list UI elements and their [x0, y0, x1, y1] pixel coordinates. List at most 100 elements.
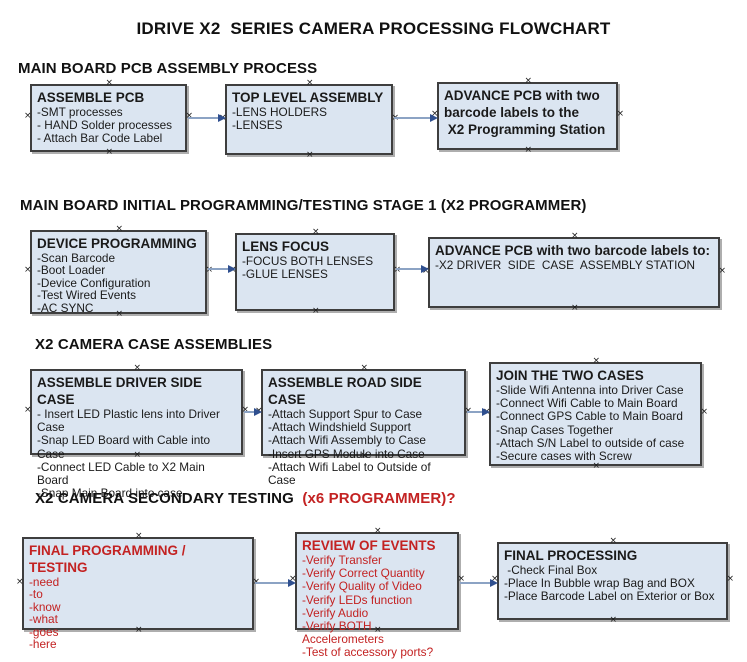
node-line: -Secure cases with Screw	[496, 449, 632, 464]
connection-point-icon	[525, 77, 533, 86]
node-line: -Verify Audio	[302, 605, 369, 620]
flow-node-final-programming-testing: FINAL PROGRAMMING / TESTING -need -to -k…	[22, 537, 254, 650]
node-line: - HAND Solder processes	[37, 118, 173, 133]
connection-point-icon	[610, 616, 618, 625]
node-line: -Device Configuration	[37, 275, 151, 290]
connection-point-icon	[16, 578, 24, 587]
flow-node-device-programming: DEVICE PROGRAMMING -Scan Barcode -Boot L…	[30, 230, 207, 314]
node-line: -Connect Wifi Cable to Main Board	[496, 396, 678, 411]
node-title: TOP LEVEL ASSEMBLY	[232, 90, 384, 105]
connection-point-icon	[700, 408, 708, 417]
node-line: -Verify Quality of Video	[302, 579, 422, 594]
node-line: -FOCUS BOTH LENSES	[242, 254, 374, 268]
node-line: -Place In Bubble wrap Bag and BOX	[504, 576, 695, 591]
node-title: ADVANCE PCB with two barcode labels to:	[435, 243, 711, 258]
node-line: -Slide Wifi Antenna into Driver Case	[496, 383, 684, 397]
node-line: -Test Wired Events	[37, 288, 136, 303]
section-heading-initial-programming: MAIN BOARD INITIAL PROGRAMMING/TESTING S…	[20, 197, 587, 214]
flow-node-final-processing: FINAL PROCESSING -Check Final Box -Place…	[497, 542, 728, 620]
node-line: -Insert GPS Module into Case	[268, 446, 425, 461]
connection-point-icon	[374, 527, 382, 536]
flow-arrow	[188, 114, 226, 122]
node-line: -Attach Windshield Support	[268, 420, 411, 435]
node-line: -Test of accessory ports?	[302, 645, 434, 660]
connection-point-icon	[312, 228, 320, 237]
connection-point-icon	[106, 79, 114, 88]
node-line: -here	[29, 637, 57, 652]
flow-arrow	[244, 408, 262, 416]
node-line: -LENS HOLDERS	[232, 105, 328, 119]
section-heading-red-part: (x6 PROGRAMMER)?	[302, 490, 456, 507]
node-line: -Scan Barcode	[37, 251, 116, 265]
connection-point-icon	[306, 79, 314, 88]
flow-node-review-of-events: REVIEW OF EVENTS -Verify Transfer -Verif…	[295, 532, 459, 659]
node-title: LENS FOCUS	[242, 239, 330, 254]
node-title: JOIN THE TWO CASES	[496, 368, 644, 383]
node-line: -Attach Support Spur to Case	[268, 407, 423, 421]
node-line: -Attach Wifi Label to Outside of Case	[268, 459, 434, 488]
connection-point-icon	[718, 267, 726, 276]
node-line: -Snap Cases Together	[496, 422, 614, 437]
node-line: -X2 DRIVER SIDE CASE ASSEMBLY STATION	[435, 258, 696, 272]
node-title: ADVANCE PCB with two barcode labels to t…	[444, 88, 604, 120]
flow-node-lens-focus: LENS FOCUS -FOCUS BOTH LENSES -GLUE LENS…	[235, 233, 395, 311]
node-line: -LENSES	[232, 118, 283, 133]
connection-point-icon	[24, 406, 32, 415]
connection-point-icon	[616, 110, 624, 119]
connection-point-icon	[312, 307, 320, 316]
connection-point-icon	[571, 232, 579, 241]
flow-node-join-the-two-cases: JOIN THE TWO CASES -Slide Wifi Antenna i…	[489, 362, 702, 466]
node-line: - Attach Bar Code Label	[37, 131, 163, 146]
flow-arrow	[460, 579, 498, 587]
flow-arrow	[394, 114, 438, 122]
connection-point-icon	[134, 364, 142, 373]
flow-node-advance-pcb-driver-side-station: ADVANCE PCB with two barcode labels to: …	[428, 237, 720, 308]
connection-point-icon	[525, 146, 533, 155]
connection-point-icon	[361, 364, 369, 373]
section-heading-pcb-assembly: MAIN BOARD PCB ASSEMBLY PROCESS	[18, 60, 318, 77]
flow-arrow	[467, 408, 490, 416]
connection-point-icon	[24, 266, 32, 275]
connection-point-icon	[593, 357, 601, 366]
node-title: REVIEW OF EVENTS	[302, 538, 436, 553]
connection-point-icon	[135, 532, 143, 541]
node-line: X2 Programming Station	[444, 122, 606, 137]
node-title: FINAL PROCESSING	[504, 548, 638, 563]
node-title: ASSEMBLE DRIVER SIDE CASE	[37, 375, 206, 407]
node-line: -Verify BOTH Accelerometers	[302, 619, 384, 647]
node-line: -Connect LED Cable to X2 Main Board	[37, 459, 209, 488]
flow-node-top-level-assembly: TOP LEVEL ASSEMBLY -LENS HOLDERS -LENSES	[225, 84, 393, 155]
connection-point-icon	[593, 462, 601, 471]
node-title: ASSEMBLE ROAD SIDE CASE	[268, 375, 426, 407]
node-line: -Verify Correct Quantity	[302, 566, 425, 581]
node-title: FINAL PROGRAMMING / TESTING	[29, 543, 190, 575]
node-line: -what	[29, 612, 58, 627]
connection-point-icon	[571, 304, 579, 313]
node-line: -Verify LEDs function	[302, 592, 413, 607]
connection-point-icon	[116, 225, 124, 234]
node-line: -Place Barcode Label on Exterior or Box	[504, 589, 715, 604]
node-line: -Check Final Box	[504, 563, 598, 577]
node-line: -Boot Loader	[37, 263, 106, 278]
page-title: IDRIVE X2 SERIES CAMERA PROCESSING FLOWC…	[136, 19, 611, 38]
node-line: -Connect GPS Cable to Main Board	[496, 409, 683, 424]
node-line: -AC SYNC	[37, 300, 94, 315]
node-line: -Snap Main Board into case	[37, 486, 183, 501]
node-line: - Insert LED Plastic lens into Driver Ca…	[37, 407, 224, 435]
node-line: -Snap LED Board with Cable into Case	[37, 433, 214, 461]
node-line: -Attach Wifi Assembly to Case	[268, 433, 426, 448]
connection-point-icon	[106, 148, 114, 157]
node-line: -SMT processes	[37, 105, 123, 119]
node-line: -GLUE LENSES	[242, 267, 328, 282]
section-heading-secondary-testing: X2 CAMERA SECONDARY TESTING (x6 PROGRAMM…	[35, 490, 456, 507]
flow-node-assemble-road-side-case: ASSEMBLE ROAD SIDE CASE -Attach Support …	[261, 369, 466, 487]
flow-node-assemble-driver-side-case: ASSEMBLE DRIVER SIDE CASE - Insert LED P…	[30, 369, 243, 500]
flow-node-advance-pcb-programming-station: ADVANCE PCB with two barcode labels to t…	[437, 82, 618, 150]
node-line: -Attach S/N Label to outside of case	[496, 435, 685, 450]
node-line: -to	[29, 587, 43, 602]
flow-arrow	[208, 265, 236, 273]
connection-point-icon	[306, 151, 314, 160]
node-title: DEVICE PROGRAMMING	[37, 236, 197, 251]
node-line: -goes	[29, 624, 59, 639]
